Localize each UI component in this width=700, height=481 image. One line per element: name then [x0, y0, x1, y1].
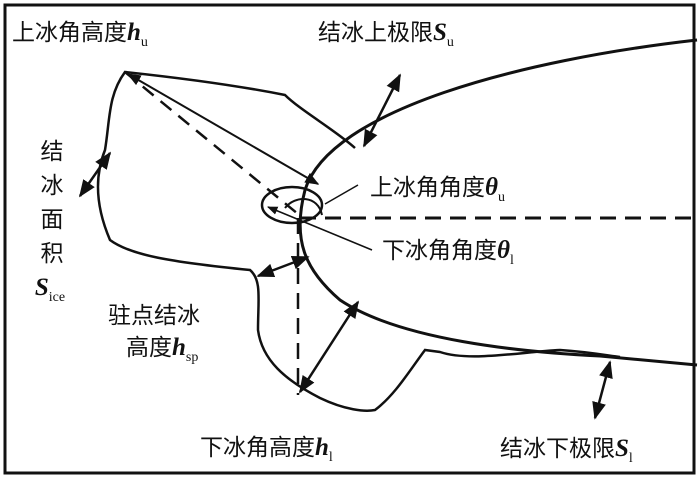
lower-limit-arrow [592, 360, 613, 420]
upper-horn-dashed-line [124, 71, 299, 215]
angle-ellipse [260, 185, 324, 225]
upper-horn-height-label: 上冰角高度hu [12, 19, 148, 50]
ice-area-arrow [78, 151, 112, 198]
upper-limit-arrow [362, 73, 402, 148]
upper-horn-angle-label: 上冰角角度θu [370, 174, 505, 205]
ice-area-label: 结冰面积 Sice [34, 139, 66, 305]
upper-horn-height-arrow [126, 73, 320, 185]
lower-horn-angle-label: 下冰角角度θl [382, 237, 514, 268]
angle-arc [284, 198, 323, 216]
lower-angle-leader [267, 206, 373, 251]
stagnation-height-arrow [256, 255, 310, 278]
lower-limit-label: 结冰下极限Sl [500, 435, 633, 466]
airfoil-contour [298, 38, 698, 367]
upper-limit-label: 结冰上极限Su [318, 19, 454, 50]
lower-horn-height-arrow [298, 300, 360, 394]
frame-border [3, 3, 696, 475]
stagnation-height-label: 驻点结冰高度hsp [108, 303, 200, 365]
lower-horn-height-label: 下冰角高度hl [200, 434, 333, 465]
upper-angle-leader [324, 184, 359, 205]
